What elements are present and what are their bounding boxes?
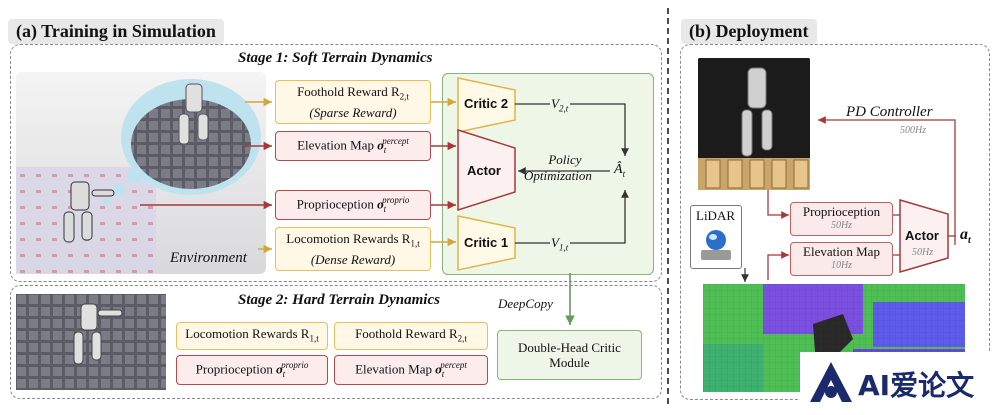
v1-label: V1,t xyxy=(551,235,569,253)
critic1-label: Critic 1 xyxy=(464,235,509,250)
proprioception-box: Proprioception otproprio xyxy=(275,190,431,220)
pd-controller-freq: 500Hz xyxy=(900,125,927,136)
policy-optimization-label: Policy Optimization xyxy=(524,152,592,183)
lidar-box: LiDAR xyxy=(690,205,742,269)
actor-shape xyxy=(457,128,516,212)
v2-label: V2,t xyxy=(551,96,569,114)
deepcopy-label: DeepCopy xyxy=(498,296,553,311)
deploy-actor-label: Actor xyxy=(905,228,939,243)
watermark-text: AI爱论文 xyxy=(858,369,975,402)
section-title-training: (a) Training in Simulation xyxy=(8,19,224,44)
stage2-locomotion-box: Locomotion Rewards R1,t xyxy=(176,322,328,350)
elevation-map-box: Elevation Map otpercept xyxy=(275,131,431,161)
critic2-label: Critic 2 xyxy=(464,96,509,111)
stage2-proprioception-box: Proprioception otproprio xyxy=(176,355,328,385)
critic1-shape xyxy=(457,215,516,271)
environment-panel xyxy=(16,72,266,274)
deploy-actor-shape xyxy=(899,199,949,273)
stage2-terrain-illustration xyxy=(16,294,166,390)
advantage-label: Ât xyxy=(614,162,626,179)
environment-illustration xyxy=(16,79,261,274)
action-label: at xyxy=(960,226,971,247)
stage2-title: Stage 2: Hard Terrain Dynamics xyxy=(238,292,440,308)
locomotion-rewards-box: Locomotion Rewards R1,t (Dense Reward) xyxy=(275,227,431,271)
pd-controller-label: PD Controller xyxy=(846,104,933,120)
stage2-environment-panel xyxy=(16,294,166,390)
deploy-elevation-box: Elevation Map 10Hz xyxy=(790,242,893,276)
critic2-shape xyxy=(457,77,516,133)
lidar-sensor-icon xyxy=(701,230,731,260)
foothold-reward-box: Foothold Reward R2,t (Sparse Reward) xyxy=(275,80,431,124)
robot-photo-illustration xyxy=(698,58,810,190)
double-head-critic-box: Double-Head Critic Module xyxy=(497,330,642,380)
deploy-proprioception-box: Proprioception 50Hz xyxy=(790,202,893,236)
stage2-foothold-box: Foothold Reward R2,t xyxy=(334,322,488,350)
stage2-elevation-box: Elevation Map otpercept xyxy=(334,355,488,385)
watermark-logo-icon xyxy=(810,362,852,402)
section-title-deployment: (b) Deployment xyxy=(681,19,817,44)
robot-photo xyxy=(698,58,810,190)
stage1-box xyxy=(10,44,662,282)
environment-label: Environment xyxy=(170,250,247,266)
deploy-actor-freq: 50Hz xyxy=(912,247,934,258)
actor-label: Actor xyxy=(467,163,501,178)
stage2-box xyxy=(10,285,662,399)
stage1-title: Stage 1: Soft Terrain Dynamics xyxy=(238,50,433,66)
watermark-badge: AI爱论文 xyxy=(800,352,1000,415)
